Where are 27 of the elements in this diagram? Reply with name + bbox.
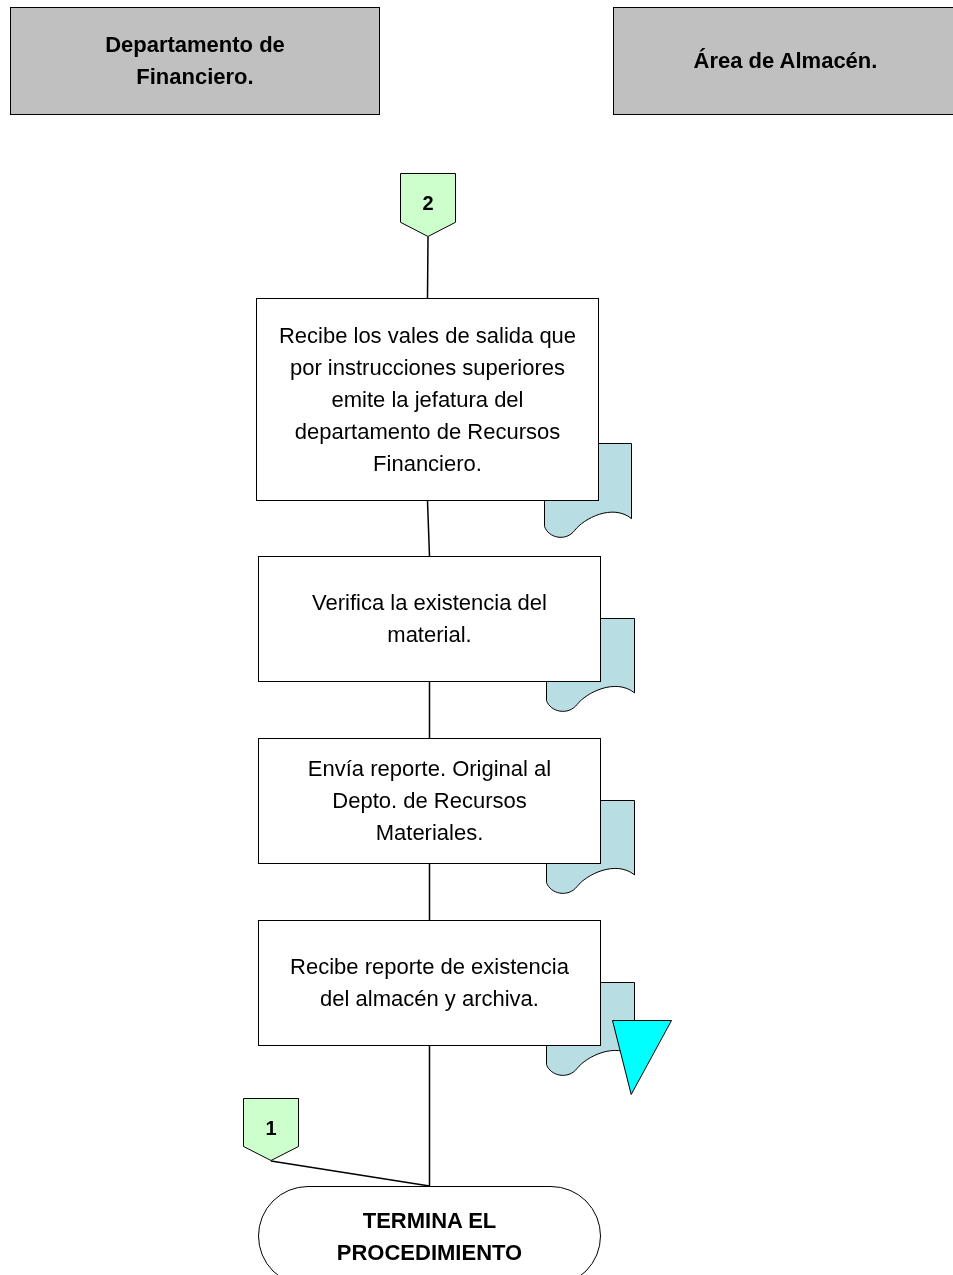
connector-line: [426, 500, 431, 557]
lane-header: [613, 7, 953, 115]
process-box: [258, 920, 601, 1046]
document-symbol: [546, 800, 635, 896]
process-box: [256, 298, 599, 501]
connector-line: [428, 863, 431, 921]
offpage-connector: [243, 1098, 299, 1161]
connector-line: [270, 1160, 431, 1187]
step-text: Recibe los vales de salida que por instrucciones superiores emite la jefatura del departamento de Recursos Financiero.: [277, 321, 578, 478]
connector-line: [428, 1045, 431, 1187]
step-text: Recibe reporte de existencia del almacén y archiva.: [289, 953, 570, 1013]
process-box: [258, 556, 601, 682]
connector-number: 2: [422, 191, 434, 216]
connector-number: 1: [265, 1116, 277, 1141]
document-symbol: [544, 443, 632, 540]
process-box: [258, 738, 601, 864]
lane-title: Departamento de Financiero.: [104, 31, 286, 91]
lane-title: Área de Almacén.: [693, 47, 878, 75]
offpage-connector: [400, 173, 456, 237]
end-text: TERMINA EL PROCEDIMIENTO: [335, 1207, 524, 1267]
step-text: Verifica la existencia del material.: [311, 589, 548, 649]
step-text: Envía reporte. Original al Depto. de Recursos Materiales.: [306, 755, 553, 847]
document-symbol: [546, 618, 635, 714]
connector-line: [428, 681, 431, 739]
lane-header: [10, 7, 380, 115]
connector-line: [426, 236, 429, 299]
archive-triangle: [612, 1020, 672, 1095]
